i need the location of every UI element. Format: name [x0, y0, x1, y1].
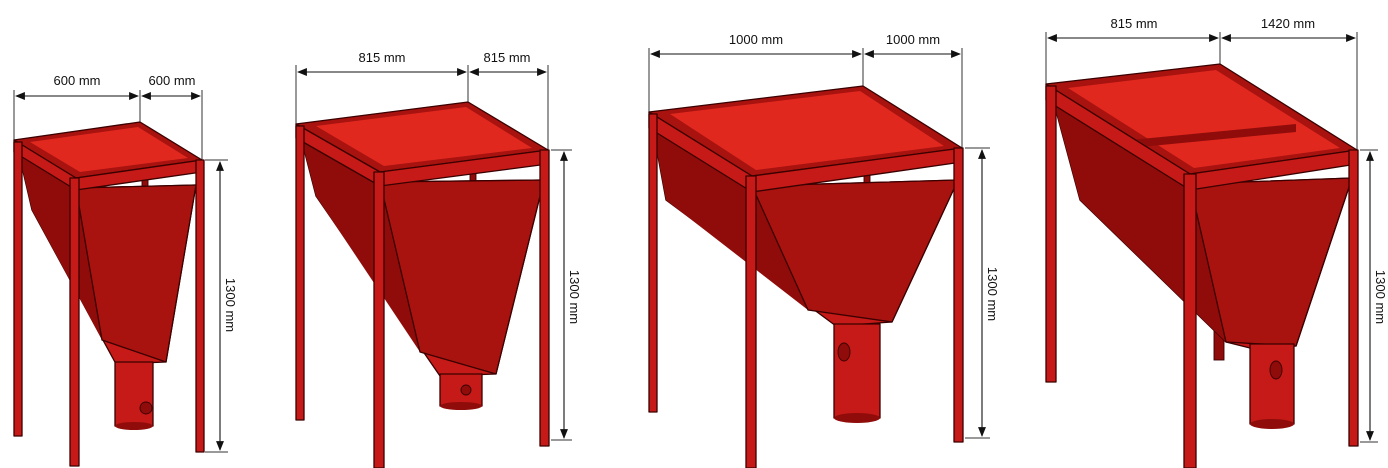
hopper-2: 815 mm 815 mm 1300 mm: [295, 50, 582, 468]
hopper-4-width-label: 815 mm: [1111, 16, 1158, 31]
hopper-1-width-label: 600 mm: [54, 73, 101, 88]
hopper-4-height-label: 1300 mm: [1373, 270, 1388, 324]
hopper-2-height-label: 1300 mm: [567, 270, 582, 324]
hopper-3: 1000 mm 1000 mm 1300 mm: [648, 32, 1000, 468]
hopper-2-depth-label: 815 mm: [484, 50, 531, 65]
hopper-4-depth-label: 1420 mm: [1261, 16, 1315, 31]
hopper-3-dimensions: 1000 mm 1000 mm 1300 mm: [648, 32, 1000, 439]
hopper-1: 600 mm 600 mm 1300 mm: [13, 73, 238, 467]
hopper-4: 815 mm 1420 mm 1300 mm: [1045, 16, 1388, 468]
hopper-3-height-label: 1300 mm: [985, 267, 1000, 321]
hopper-2-dimensions: 815 mm 815 mm 1300 mm: [295, 50, 582, 441]
hopper-1-dimensions: 600 mm 600 mm 1300 mm: [13, 73, 238, 453]
hopper-1-height-label: 1300 mm: [223, 278, 238, 332]
hopper-1-depth-label: 600 mm: [149, 73, 196, 88]
hopper-2-body: [295, 101, 550, 468]
hopper-4-dimensions: 815 mm 1420 mm 1300 mm: [1045, 16, 1388, 443]
hopper-3-body: [648, 85, 964, 468]
hopper-4-body: [1045, 63, 1359, 468]
hopper-2-width-label: 815 mm: [359, 50, 406, 65]
hopper-1-body: [13, 121, 205, 467]
hopper-3-width-label: 1000 mm: [729, 32, 783, 47]
hopper-3-depth-label: 1000 mm: [886, 32, 940, 47]
